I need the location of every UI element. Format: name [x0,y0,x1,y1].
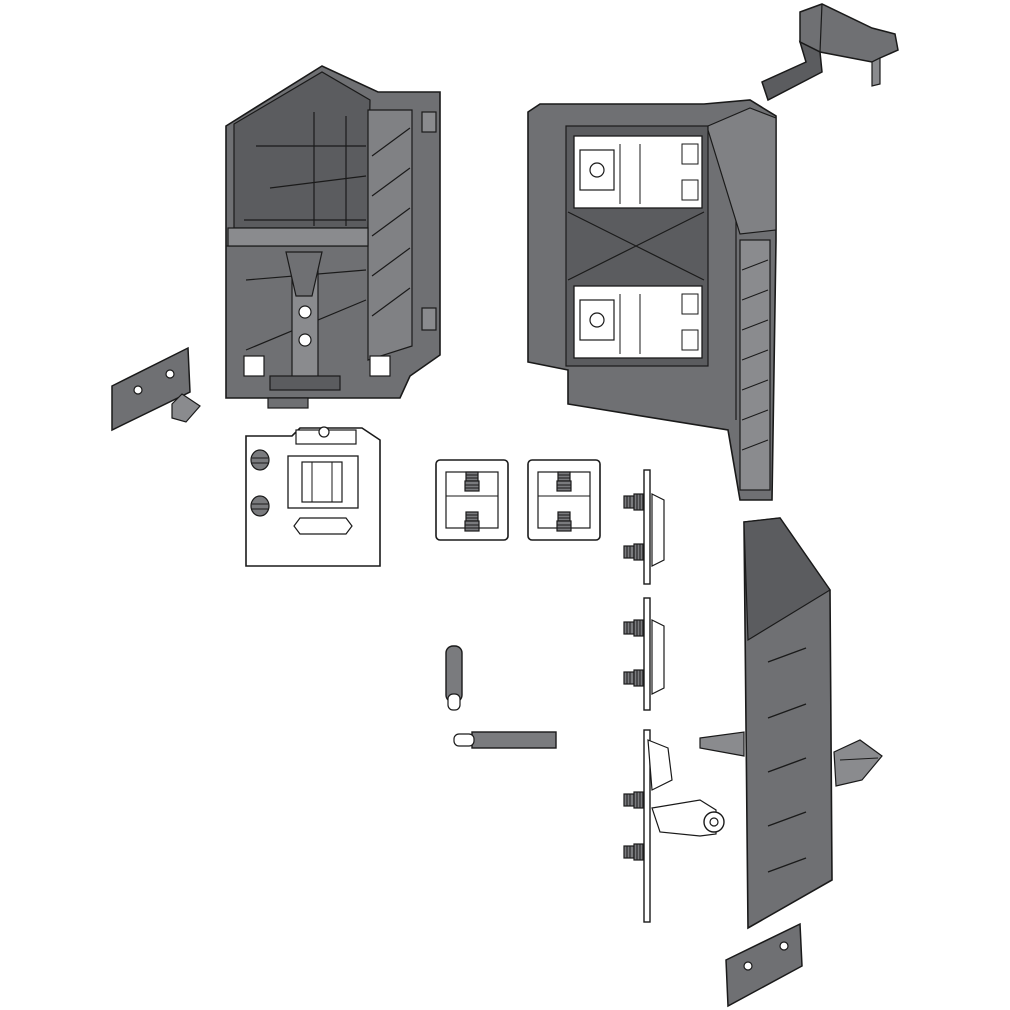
side-panel-long [699,517,883,930]
white-bracket-lower [573,285,703,359]
adapter-screw-2 [250,495,270,517]
left-corner-housing [225,65,441,409]
dowel-vertical [445,645,463,711]
adapter-screw-1 [250,449,270,471]
dowel-horizontal [453,731,557,749]
white-bracket-upper [573,135,703,209]
screw-strip-2 [623,597,665,711]
right-corner-housing [527,99,777,501]
mounting-plate-left [111,346,201,432]
mounting-plate-bottom [725,922,803,1008]
clip-bracket-small-2 [527,459,601,541]
clip-bracket-small-1 [435,459,509,541]
adapter-plate-large [245,426,381,567]
corner-cap-top-right [761,3,899,102]
screw-strip-with-hook [623,729,725,923]
screw-strip-1 [623,469,665,585]
